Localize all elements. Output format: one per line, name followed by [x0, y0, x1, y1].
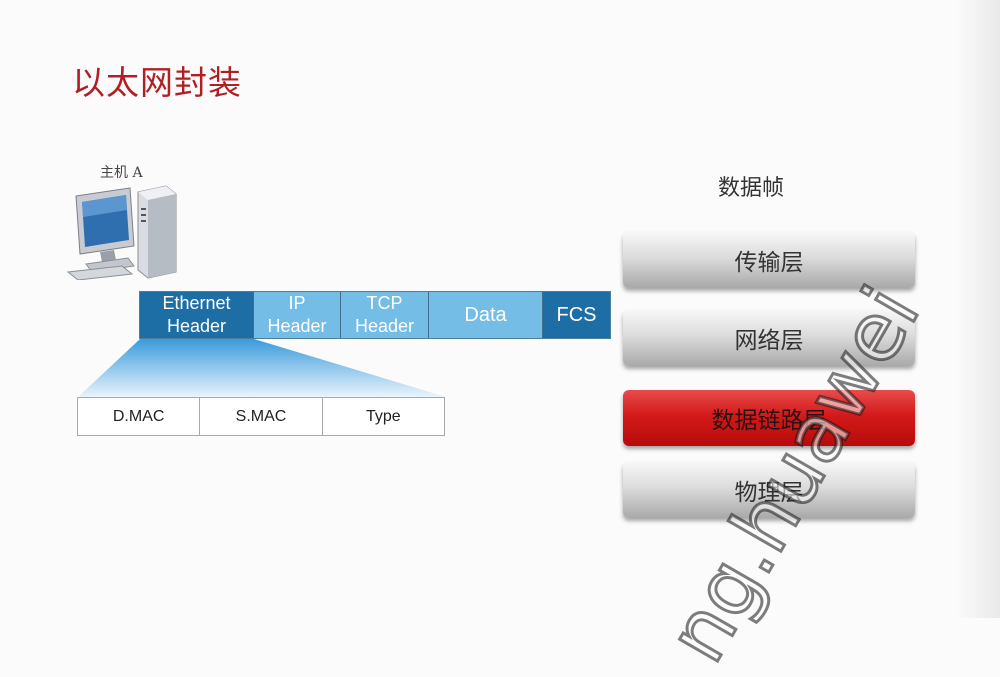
field-smac: S.MAC: [200, 398, 323, 435]
field-type: Type: [365, 407, 401, 425]
frame-fcs: FCS: [543, 292, 610, 338]
frame-data: Data: [429, 292, 543, 338]
stack-title: 数据帧: [718, 176, 785, 201]
computer-icon: [66, 185, 177, 280]
slide-title: 以太网封装: [72, 63, 242, 102]
layer-physical: 物理层: [623, 462, 915, 518]
watermark: ng.huawei: [648, 270, 939, 677]
layer-network: 网络层: [623, 310, 915, 366]
right-edge-shade: [955, 0, 1000, 618]
ethernet-header-fields: D.MAC S.MAC Type: [77, 397, 445, 436]
layer-data-link: 数据链路层: [623, 390, 915, 446]
field-dmac: D.MAC: [78, 398, 201, 435]
host-label: 主机 A: [100, 165, 143, 181]
header-expansion-fan: [78, 339, 446, 397]
layer-transport: 传输层: [623, 232, 915, 288]
